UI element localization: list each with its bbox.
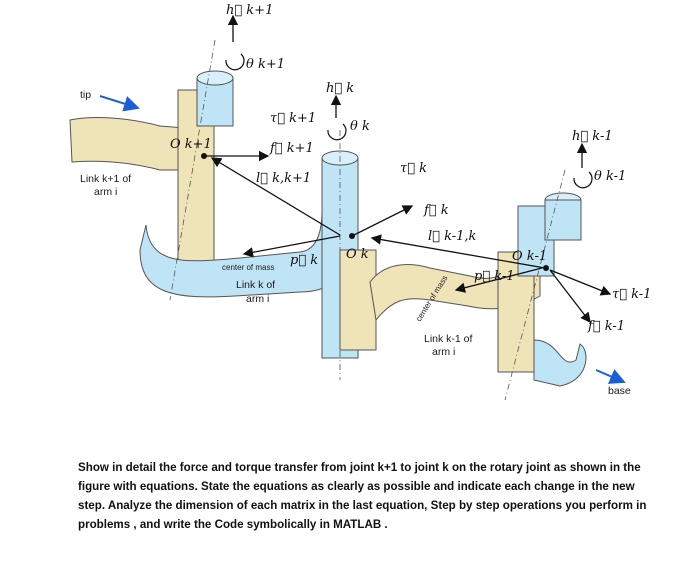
symbol-h-km1: h⃗ k-1 (572, 129, 613, 144)
robot-arm-diagram: tip Link k+1 of arm i Link k of arm i Li… (69, 3, 651, 401)
symbol-theta-k1: θ k+1 (246, 57, 285, 72)
vector-l-k-k1 (210, 157, 341, 236)
joint-points (201, 153, 549, 271)
link-k1-label-2: arm i (94, 186, 117, 198)
vectors (202, 14, 612, 324)
symbol-p-k: p⃗ k (290, 253, 318, 268)
tip-arrow (99, 95, 140, 112)
symbol-tau-km1: τ⃗ k-1 (612, 287, 651, 302)
symbol-O-k1: O k+1 (170, 137, 212, 152)
link-km1-label-2: arm i (432, 346, 455, 358)
symbol-tau-k: τ⃗ k (400, 161, 427, 176)
symbol-h-k1: h⃗ k+1 (226, 3, 273, 18)
symbol-f-km1: f⃗ k-1 (587, 319, 625, 334)
joint-axes (169, 39, 566, 401)
rotation-arrows (225, 53, 593, 189)
tip-label: tip (80, 89, 91, 101)
link-k-plus-1-shape (69, 70, 234, 291)
symbol-f-k1: f⃗ k+1 (269, 141, 314, 156)
symbol-l-k-k1: l⃗ k,k+1 (256, 171, 311, 186)
symbol-tau-k1: τ⃗ k+1 (270, 111, 316, 126)
symbol-l-km1-k: l⃗ k-1,k (428, 229, 477, 244)
link-km1-label-1: Link k-1 of (424, 333, 473, 345)
question-text: Show in detail the force and torque tran… (78, 461, 647, 531)
base-label: base (608, 385, 631, 397)
symbol-O-km1: O k-1 (512, 249, 547, 264)
link-k-label-2: arm i (246, 293, 269, 305)
link-k-label-1: Link k of (236, 279, 275, 291)
center-mass-k-label: center of mass (222, 263, 274, 272)
link-k-shape (139, 150, 377, 359)
link-k-minus-1-shape (369, 192, 587, 387)
symbol-p-km1: p⃗ k-1 (474, 269, 515, 284)
link-k1-label-1: Link k+1 of (80, 173, 131, 185)
symbol-theta-k: θ k (350, 119, 370, 134)
symbol-h-k: h⃗ k (326, 81, 354, 96)
symbol-theta-km1: θ k-1 (594, 169, 626, 184)
symbol-f-k: f⃗ k (423, 203, 449, 218)
symbol-O-k: O k (346, 247, 369, 262)
base-arrow (595, 369, 626, 384)
